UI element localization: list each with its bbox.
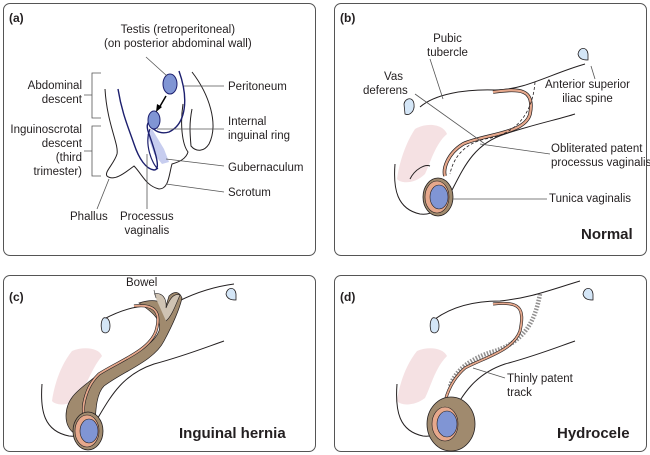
pointer-line bbox=[479, 143, 551, 155]
label-testis: Testis (retroperitoneal) (on posterior a… bbox=[104, 24, 252, 50]
vas-deferens bbox=[443, 89, 533, 177]
outline-stroke bbox=[409, 165, 431, 180]
descent-arrowhead bbox=[156, 104, 162, 112]
descent-illustration bbox=[84, 56, 225, 210]
pubic-tubercle bbox=[429, 317, 440, 334]
testis bbox=[436, 410, 458, 438]
vas-deferens bbox=[82, 304, 159, 415]
label-anterior-superior-iliac-spine: Anterior superior iliac spine bbox=[545, 79, 631, 105]
label-inguinoscrotal-descent: Inguinoscrotal descent (third trimester) bbox=[10, 124, 82, 178]
panel-title: Hydrocele bbox=[557, 425, 630, 442]
panel-tag: (a) bbox=[9, 11, 24, 25]
label-processus-vaginalis: Processus vaginalis bbox=[120, 211, 174, 237]
testis-upper bbox=[162, 73, 178, 95]
label-phallus: Phallus bbox=[70, 211, 108, 223]
body-outline bbox=[104, 88, 189, 190]
pointer-line bbox=[165, 158, 225, 167]
abdominal-bracket bbox=[84, 72, 101, 119]
pointer-line bbox=[165, 183, 225, 193]
label-internal-inguinal-ring: Internal inguinal ring bbox=[228, 116, 291, 142]
testis bbox=[429, 184, 449, 210]
label-vas-deferens: Vas deferens bbox=[363, 71, 408, 97]
pointer-line bbox=[590, 65, 596, 80]
pointer-line bbox=[472, 367, 506, 379]
normal-anatomy-illustration bbox=[394, 47, 596, 217]
anterior-superior-iliac-spine bbox=[577, 47, 589, 61]
panel-tag: (b) bbox=[340, 11, 356, 25]
inguinal-hernia-illustration bbox=[41, 283, 237, 451]
hydrocele-illustration bbox=[396, 280, 594, 452]
pointer-line bbox=[414, 93, 486, 145]
pointer-line bbox=[96, 178, 110, 210]
panel-tag: (d) bbox=[340, 290, 356, 304]
panel-a-testicular-descent: (a) Testis (retroperitoneal) (on posteri… bbox=[3, 3, 316, 256]
label-peritoneum: Peritoneum bbox=[228, 81, 287, 93]
processus-inner-line bbox=[147, 128, 159, 170]
pointer-line bbox=[145, 56, 168, 77]
penis-shape bbox=[397, 348, 447, 405]
panel-d-hydrocele: (d) Thinly patent track Hydrocele bbox=[334, 275, 647, 452]
label-obliterated-processus: Obliterated patent processus vaginalis bbox=[551, 143, 650, 169]
pointer-line bbox=[429, 58, 444, 100]
pointer-line bbox=[153, 289, 157, 299]
gubernaculum-shape bbox=[147, 129, 169, 164]
panel-c-inguinal-hernia: (c) Bowel Inguinal hernia bbox=[3, 275, 316, 452]
abdominal-wall-outline bbox=[189, 71, 214, 151]
inguinoscrotal-bracket bbox=[84, 125, 101, 177]
anterior-superior-iliac-spine bbox=[225, 287, 237, 301]
testis bbox=[79, 418, 99, 444]
testis-lower bbox=[147, 110, 161, 130]
vas-deferens bbox=[443, 302, 523, 412]
scrotum-lower-outline bbox=[41, 340, 225, 437]
pubic-tubercle bbox=[100, 317, 111, 334]
label-abdominal-descent: Abdominal descent bbox=[27, 80, 82, 106]
obliterated-processus-vaginalis bbox=[449, 81, 536, 175]
label-gubernaculum: Gubernaculum bbox=[228, 162, 304, 174]
pubic-tubercle bbox=[403, 98, 415, 115]
penis-shape bbox=[52, 348, 102, 405]
panel-b-normal: (b) Pubic tubercle Vas deferens Anterior… bbox=[334, 3, 650, 256]
panel-title: Inguinal hernia bbox=[179, 425, 286, 442]
vas-deferens-outline bbox=[442, 88, 533, 177]
processus-vaginalis-line bbox=[117, 88, 159, 171]
panel-tag: (c) bbox=[9, 290, 24, 304]
label-thinly-patent-track: Thinly patent track bbox=[507, 373, 573, 399]
panel-title: Normal bbox=[581, 226, 633, 243]
bowel bbox=[153, 293, 181, 322]
anterior-superior-iliac-spine bbox=[582, 287, 594, 301]
penis-shape bbox=[397, 124, 447, 183]
label-pubic-tubercle: Pubic tubercle bbox=[427, 33, 468, 59]
abdominal-upper-outline bbox=[434, 280, 581, 320]
label-bowel: Bowel bbox=[126, 277, 158, 289]
label-scrotum: Scrotum bbox=[228, 187, 271, 199]
label-tunica-vaginalis: Tunica vaginalis bbox=[549, 193, 632, 205]
